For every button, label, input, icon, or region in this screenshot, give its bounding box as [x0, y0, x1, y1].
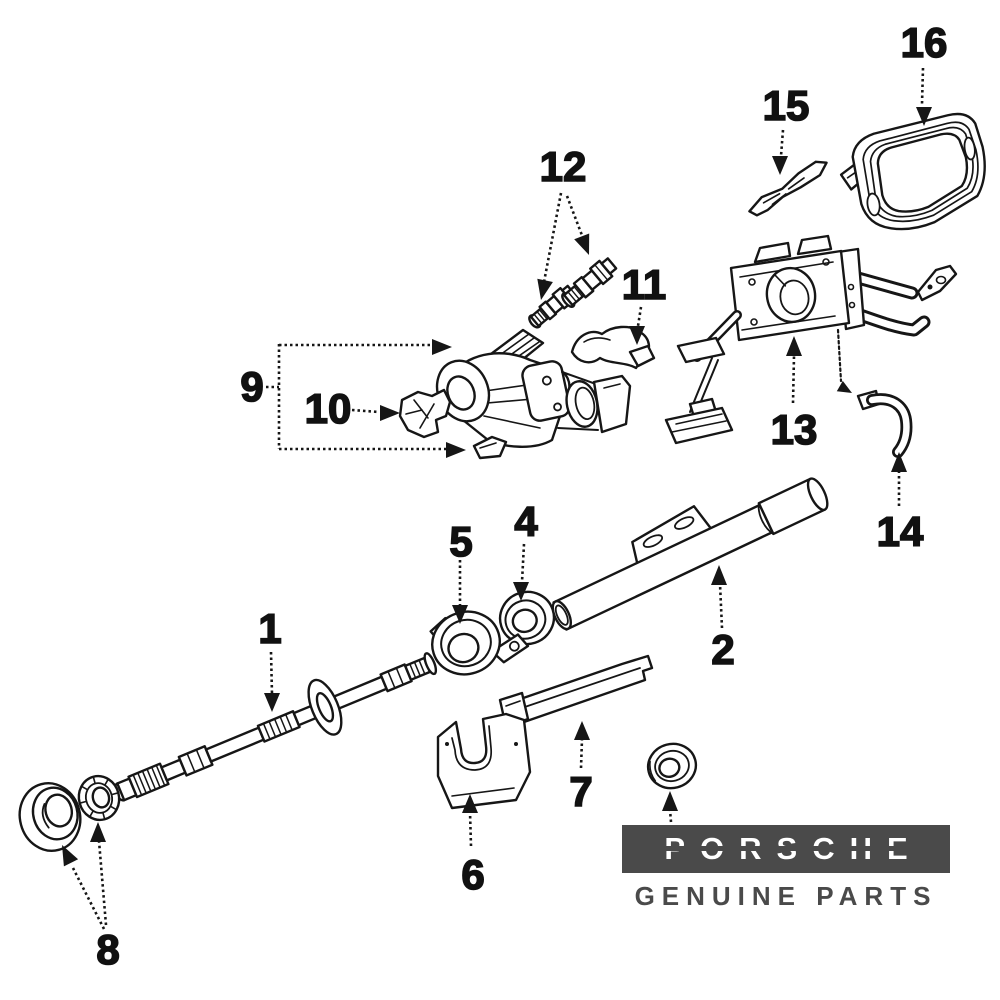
part-3-lower-bearing-drawing [646, 742, 698, 790]
genuine-parts-badge: PORSCHE GENUINE PARTS [622, 825, 950, 912]
callout-2: 2 [711, 565, 735, 674]
badge-brand-band: PORSCHE [622, 825, 950, 873]
callout-9: 9 [240, 339, 466, 458]
part-13-combination-switch-drawing [664, 234, 958, 445]
part-2-column-tube-drawing [551, 477, 829, 631]
callout-1: 1 [258, 604, 282, 712]
callouts: 1 2 4 5 6 7 [62, 18, 948, 974]
callout-6: 6 [461, 794, 485, 899]
callout-15: 15 [762, 81, 810, 175]
part-16-cluster-frame-drawing [839, 112, 986, 231]
callout-14: 14 [876, 452, 925, 556]
callout-16-label: 16 [901, 19, 948, 66]
badge-tagline-text: GENUINE PARTS [634, 881, 938, 911]
callout-7-label: 7 [569, 768, 592, 815]
callout-6-label: 6 [461, 851, 484, 898]
callout-4: 4 [513, 497, 539, 601]
part-12-shear-bolts-drawing [528, 257, 618, 329]
part-5-bearing-flange-drawing [429, 610, 530, 676]
callout-15-label: 15 [763, 82, 810, 129]
part-10-ignition-switch-drawing [398, 388, 452, 439]
callout-12: 12 [537, 142, 590, 300]
badge-brand-stripe [632, 846, 940, 851]
part-4-bearing-ring-drawing [498, 590, 556, 646]
part-1-steering-shaft-drawing [113, 652, 438, 802]
callout-9-label: 9 [240, 363, 263, 410]
part-8-bearing-set-drawing [18, 774, 121, 852]
callout-11-label: 11 [622, 261, 666, 308]
callout-5-label: 5 [449, 518, 472, 565]
callout-10: 10 [304, 384, 400, 433]
callout-8-label: 8 [96, 926, 119, 973]
callout-8: 8 [62, 822, 120, 974]
callout-12-label: 12 [540, 143, 587, 190]
callout-4-label: 4 [514, 498, 538, 545]
callout-5: 5 [449, 517, 473, 624]
callout-3-arrow [662, 791, 678, 823]
part-14-hook-bracket-drawing [856, 389, 913, 458]
callout-14-label: 14 [877, 508, 924, 555]
part-15-small-bracket-drawing [748, 160, 828, 217]
callout-16: 16 [900, 18, 948, 126]
callout-7: 7 [569, 721, 593, 816]
callout-2-label: 2 [711, 626, 734, 673]
part-6-u-bracket-drawing [436, 712, 532, 810]
callout-13-label: 13 [771, 406, 818, 453]
callout-13: 13 [770, 336, 818, 454]
callout-10-label: 10 [305, 385, 352, 432]
callout-11: 11 [621, 260, 667, 345]
callout-1-label: 1 [258, 605, 281, 652]
part-11-clamp-drawing [570, 325, 656, 370]
